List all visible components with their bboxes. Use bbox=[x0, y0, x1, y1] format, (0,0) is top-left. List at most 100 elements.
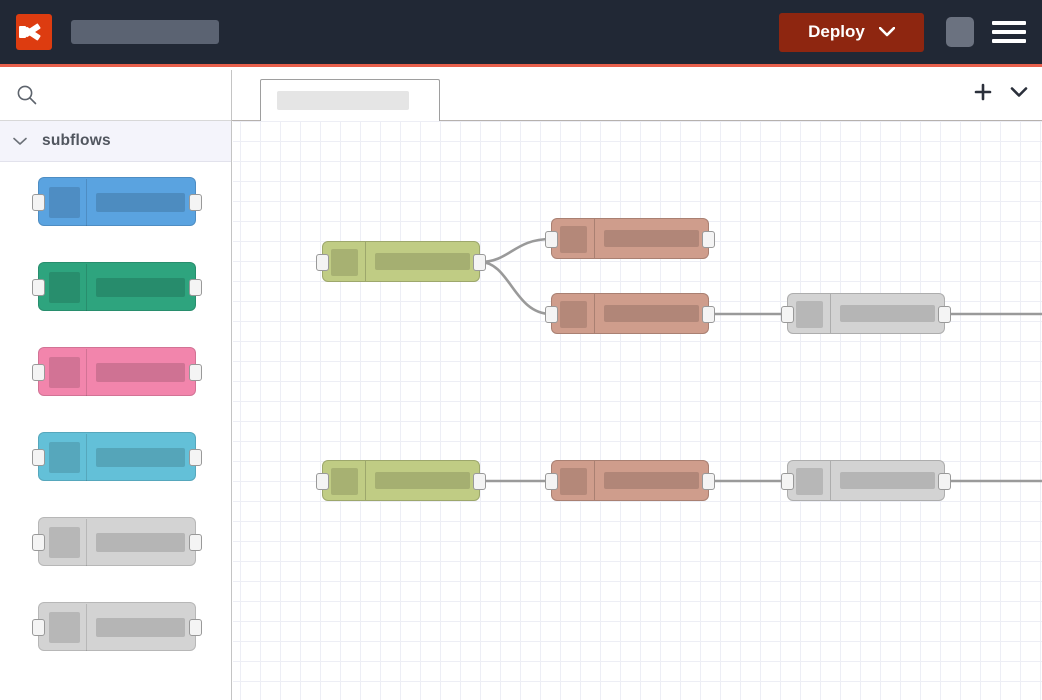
node-input-port[interactable] bbox=[545, 231, 558, 248]
palette-node-wrap bbox=[0, 432, 231, 517]
node-input-port[interactable] bbox=[32, 194, 45, 211]
palette-sidebar: subflows bbox=[0, 70, 232, 700]
flow-tab-active[interactable] bbox=[260, 79, 440, 121]
subflow-node-1[interactable] bbox=[32, 177, 202, 226]
node-icon bbox=[49, 187, 80, 218]
node-label-redacted bbox=[604, 230, 699, 247]
node-input-port[interactable] bbox=[545, 473, 558, 490]
palette-category-label: subflows bbox=[42, 132, 111, 149]
node-icon bbox=[49, 442, 80, 473]
node-icon bbox=[560, 226, 587, 253]
node-input-port[interactable] bbox=[316, 473, 329, 490]
subflow-node-3[interactable] bbox=[32, 347, 202, 396]
node-icon-separator bbox=[594, 294, 595, 333]
chevron-down-icon bbox=[878, 27, 895, 37]
flow-node-salmon-top2[interactable] bbox=[545, 293, 715, 334]
flow-node-salmon-top1[interactable] bbox=[545, 218, 715, 259]
flow-node-gray-bottom[interactable] bbox=[781, 460, 951, 501]
node-icon-separator bbox=[86, 179, 87, 226]
node-input-port[interactable] bbox=[316, 254, 329, 271]
subflow-node-2[interactable] bbox=[32, 262, 202, 311]
node-icon-separator bbox=[830, 461, 831, 500]
flow-canvas[interactable] bbox=[233, 121, 1042, 700]
node-icon-separator bbox=[86, 434, 87, 481]
subflow-node-6[interactable] bbox=[32, 602, 202, 651]
app-title-redacted bbox=[71, 20, 219, 44]
tab-bar-actions bbox=[974, 83, 1028, 101]
node-icon-separator bbox=[86, 519, 87, 566]
flow-wire[interactable] bbox=[478, 237, 553, 264]
node-output-port[interactable] bbox=[473, 254, 486, 271]
node-label-redacted bbox=[96, 448, 185, 467]
node-icon bbox=[49, 272, 80, 303]
palette-node-wrap bbox=[0, 602, 231, 687]
node-input-port[interactable] bbox=[32, 449, 45, 466]
node-input-port[interactable] bbox=[32, 534, 45, 551]
node-input-port[interactable] bbox=[32, 619, 45, 636]
node-input-port[interactable] bbox=[781, 473, 794, 490]
node-output-port[interactable] bbox=[189, 534, 202, 551]
node-output-port[interactable] bbox=[702, 473, 715, 490]
node-icon-separator bbox=[594, 461, 595, 500]
flow-node-salmon-bottom[interactable] bbox=[545, 460, 715, 501]
flow-node-green-top[interactable] bbox=[316, 241, 486, 282]
node-input-port[interactable] bbox=[32, 364, 45, 381]
search-icon[interactable] bbox=[16, 84, 38, 106]
node-output-port[interactable] bbox=[189, 364, 202, 381]
user-menu-button[interactable] bbox=[946, 17, 974, 47]
node-icon-separator bbox=[86, 349, 87, 396]
flow-node-green-bottom[interactable] bbox=[316, 460, 486, 501]
hamburger-line bbox=[992, 21, 1026, 25]
node-icon bbox=[49, 612, 80, 643]
node-icon bbox=[49, 527, 80, 558]
app-header: Deploy bbox=[0, 0, 1042, 67]
palette-search-row[interactable] bbox=[0, 70, 231, 121]
deploy-button[interactable]: Deploy bbox=[779, 12, 924, 52]
node-icon-separator bbox=[365, 461, 366, 500]
palette-node-wrap bbox=[0, 517, 231, 602]
node-input-port[interactable] bbox=[545, 306, 558, 323]
node-label-redacted bbox=[375, 253, 470, 270]
node-label-redacted bbox=[96, 618, 185, 637]
node-label-redacted bbox=[604, 305, 699, 322]
node-label-redacted bbox=[96, 193, 185, 212]
node-icon bbox=[796, 468, 823, 495]
node-icon bbox=[331, 249, 358, 276]
node-label-redacted bbox=[840, 472, 935, 489]
subflow-node-5[interactable] bbox=[32, 517, 202, 566]
node-output-port[interactable] bbox=[702, 231, 715, 248]
palette-node-list bbox=[0, 162, 231, 687]
node-output-port[interactable] bbox=[473, 473, 486, 490]
node-output-port[interactable] bbox=[702, 306, 715, 323]
node-icon bbox=[796, 301, 823, 328]
node-icon bbox=[560, 468, 587, 495]
node-label-redacted bbox=[96, 533, 185, 552]
subflow-node-4[interactable] bbox=[32, 432, 202, 481]
node-output-port[interactable] bbox=[938, 473, 951, 490]
chevron-down-icon[interactable] bbox=[1010, 86, 1028, 98]
node-output-port[interactable] bbox=[938, 306, 951, 323]
palette-node-wrap bbox=[0, 262, 231, 347]
node-output-port[interactable] bbox=[189, 619, 202, 636]
node-icon bbox=[331, 468, 358, 495]
flow-tab-bar bbox=[232, 70, 1042, 121]
palette-category-subflows[interactable]: subflows bbox=[0, 121, 231, 162]
palette-node-wrap bbox=[0, 347, 231, 432]
flow-wire[interactable] bbox=[478, 260, 553, 316]
node-output-port[interactable] bbox=[189, 279, 202, 296]
node-icon-separator bbox=[594, 219, 595, 258]
node-output-port[interactable] bbox=[189, 194, 202, 211]
node-input-port[interactable] bbox=[781, 306, 794, 323]
node-red-logo-icon[interactable] bbox=[16, 14, 52, 50]
flow-node-gray-top[interactable] bbox=[781, 293, 951, 334]
main-menu-button[interactable] bbox=[992, 18, 1026, 46]
node-input-port[interactable] bbox=[32, 279, 45, 296]
plus-icon[interactable] bbox=[974, 83, 992, 101]
hamburger-line bbox=[992, 30, 1026, 34]
hamburger-line bbox=[992, 39, 1026, 43]
node-label-redacted bbox=[375, 472, 470, 489]
node-output-port[interactable] bbox=[189, 449, 202, 466]
node-icon bbox=[560, 301, 587, 328]
node-icon-separator bbox=[365, 242, 366, 281]
